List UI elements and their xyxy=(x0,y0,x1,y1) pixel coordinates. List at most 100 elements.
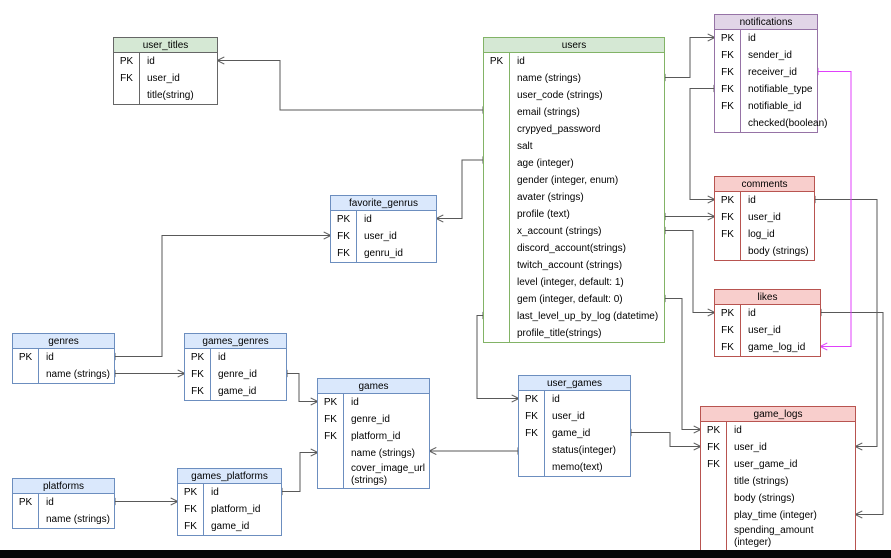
row-key xyxy=(701,507,727,524)
row-field: spending_amount (integer) xyxy=(734,525,814,548)
row-key xyxy=(13,511,39,528)
row-field: profile_title(strings) xyxy=(517,327,602,339)
row-key: FK xyxy=(715,98,741,115)
row-key: FK xyxy=(318,411,344,428)
table-row: PK id xyxy=(13,349,114,366)
row-field: body (strings) xyxy=(734,492,795,504)
row-key: PK xyxy=(13,349,39,366)
connection-notifications-comments[interactable] xyxy=(689,89,714,200)
table-row: title (strings) xyxy=(701,473,855,490)
connection-users-user_games[interactable] xyxy=(476,316,518,399)
row-key xyxy=(701,490,727,507)
table-row: discord_account(strings) xyxy=(484,240,664,257)
connection-comments-game_logs[interactable] xyxy=(815,200,878,447)
row-field: discord_account(strings) xyxy=(517,242,626,254)
row-field: name (strings) xyxy=(517,72,581,84)
connection-users-notifications[interactable] xyxy=(665,38,714,78)
row-key: FK xyxy=(331,228,357,245)
row-key: PK xyxy=(715,192,741,209)
table-row: email (strings) xyxy=(484,104,664,121)
row-key xyxy=(484,206,510,223)
table-row: body (strings) xyxy=(715,243,814,260)
row-key: FK xyxy=(715,226,741,243)
row-key xyxy=(715,115,741,132)
row-field: memo(text) xyxy=(552,461,603,473)
table-row: profile (text) xyxy=(484,206,664,223)
row-key: FK xyxy=(114,70,140,87)
table-title-user_games: user_games xyxy=(519,376,630,391)
row-key: FK xyxy=(715,64,741,81)
row-key xyxy=(484,223,510,240)
row-key: PK xyxy=(178,484,204,501)
row-key: FK xyxy=(715,47,741,64)
row-field: play_time (integer) xyxy=(734,509,817,521)
row-field: genre_id xyxy=(218,368,257,380)
connection-user_games-game_logs[interactable] xyxy=(631,433,700,447)
row-key: FK xyxy=(715,322,741,339)
table-row: salt xyxy=(484,138,664,155)
row-field: genru_id xyxy=(364,247,403,259)
row-key xyxy=(484,121,510,138)
connection-users-game_logs[interactable] xyxy=(665,299,700,430)
row-field: id xyxy=(46,496,54,508)
connection-games_genres-games[interactable] xyxy=(287,374,317,402)
row-field: id xyxy=(748,32,756,44)
row-field: id xyxy=(46,351,54,363)
row-field: receiver_id xyxy=(748,66,797,78)
row-field: platform_id xyxy=(211,503,261,515)
row-key xyxy=(484,138,510,155)
table-title-likes: likes xyxy=(715,290,820,305)
table-title-genres: genres xyxy=(13,334,114,349)
row-key xyxy=(484,155,510,172)
connection-users-favorite_genrus[interactable] xyxy=(437,160,483,219)
row-key: FK xyxy=(701,439,727,456)
table-row: name (strings) xyxy=(13,366,114,383)
table-row: profile_title(strings) xyxy=(484,325,664,342)
row-field: id xyxy=(364,213,372,225)
row-key xyxy=(701,473,727,490)
row-key: FK xyxy=(185,383,211,400)
connection-genres-favorite_genrus[interactable] xyxy=(115,236,330,357)
row-field: checked(boolean) xyxy=(748,117,828,129)
connection-users-likes[interactable] xyxy=(665,231,714,313)
connection-notifications-likes[interactable] xyxy=(818,72,852,347)
connection-games_platforms-games[interactable] xyxy=(282,453,317,492)
row-field: id xyxy=(734,424,742,436)
connection-users-user_titles[interactable] xyxy=(218,61,483,111)
table-title-notifications: notifications xyxy=(715,15,817,30)
row-field: last_level_up_by_log (datetime) xyxy=(517,310,659,322)
row-key xyxy=(701,524,727,550)
connection-likes-game_logs[interactable] xyxy=(821,313,884,515)
